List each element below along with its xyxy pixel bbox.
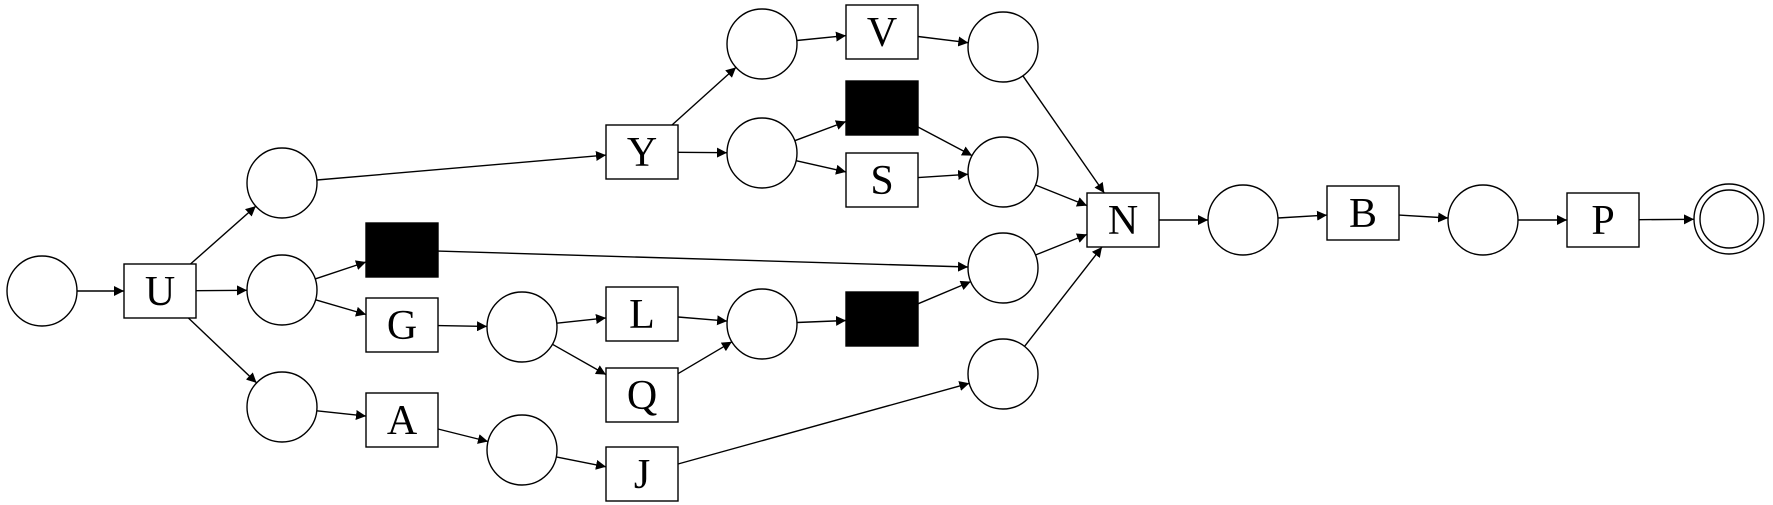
place-p_j	[967, 338, 1039, 410]
arc-J-to-p_j	[677, 381, 970, 465]
final-place	[1693, 183, 1765, 255]
silent-transition-tau1	[845, 80, 919, 136]
arc-p_top-to-Y	[316, 150, 607, 181]
arc-A-to-p_a	[437, 428, 489, 444]
transition-label-V: V	[867, 10, 897, 56]
arc-Y-to-p_v1	[671, 66, 737, 126]
transition-A: A	[365, 392, 439, 448]
transition-N: N	[1086, 192, 1160, 248]
transition-Q: Q	[605, 367, 679, 423]
arc-p_mid-to-tau2	[314, 260, 367, 280]
arc-tau3-to-p_tau2	[917, 280, 971, 305]
arc-tau2-to-p_tau2	[437, 250, 969, 272]
arc-U-to-p_bot	[187, 317, 258, 384]
transition-label-S: S	[870, 158, 893, 204]
arc-p_y-to-tau1	[794, 120, 847, 142]
transition-label-G: G	[387, 303, 417, 349]
arc-p_j-to-N	[1023, 246, 1103, 347]
arc-Q-to-p_lq	[677, 341, 733, 375]
transition-label-P: P	[1591, 198, 1614, 244]
transition-label-A: A	[387, 398, 418, 444]
arcs-layer	[77, 31, 1695, 470]
transition-J: J	[605, 446, 679, 502]
place-p_v2	[967, 11, 1039, 83]
transition-Y: Y	[605, 124, 679, 180]
transition-V: V	[845, 4, 919, 60]
place-p_v1	[726, 8, 798, 80]
arc-U-to-p_top	[190, 205, 257, 265]
arc-p_lq-to-tau3	[796, 315, 847, 326]
transition-P: P	[1566, 192, 1640, 248]
transition-label-N: N	[1108, 198, 1138, 244]
arc-G-to-p_g	[437, 321, 488, 332]
place-p_n	[1207, 184, 1279, 256]
transition-label-J: J	[634, 452, 650, 498]
arc-p_g-to-L	[556, 313, 607, 324]
transition-label-Y: Y	[627, 130, 657, 176]
transition-S: S	[845, 152, 919, 208]
arc-p_tau2-to-N	[1035, 233, 1088, 256]
transition-label-Q: Q	[627, 373, 657, 419]
arc-p_n-to-B	[1277, 210, 1328, 221]
arc-B-to-p_b	[1398, 212, 1449, 223]
place-source	[6, 255, 78, 327]
transition-U: U	[123, 263, 197, 319]
place-p_y	[726, 117, 798, 189]
place-p_lq	[726, 288, 798, 360]
arc-p_v1-to-V	[796, 31, 847, 42]
arc-p_mid-to-G	[315, 299, 367, 317]
place-p_g	[486, 291, 558, 363]
transition-label-B: B	[1349, 191, 1377, 237]
place-p_s	[967, 136, 1039, 208]
place-p_bot	[246, 371, 318, 443]
transition-L: L	[605, 286, 679, 342]
arc-p_bot-to-A	[316, 410, 367, 421]
transition-label-L: L	[629, 292, 655, 338]
place-p_b	[1447, 184, 1519, 256]
arc-p_g-to-Q	[552, 343, 607, 376]
nodes-layer: U Y V S G LQ A J N B P	[6, 4, 1765, 502]
transition-label-U: U	[145, 269, 175, 315]
transition-B: B	[1326, 185, 1400, 241]
arc-L-to-p_lq	[677, 315, 728, 326]
arc-tau1-to-p_s	[917, 126, 973, 157]
arc-V-to-p_v2	[917, 35, 969, 47]
place-p_tau2	[967, 232, 1039, 304]
place-p_a	[486, 414, 558, 486]
silent-transition-tau2	[365, 222, 439, 278]
transition-G: G	[365, 297, 439, 353]
place-p_top	[246, 147, 318, 219]
arc-p_s-to-N	[1035, 184, 1088, 207]
place-p_mid	[246, 254, 318, 326]
arc-p_v2-to-N	[1022, 75, 1105, 194]
silent-transition-tau3	[845, 291, 919, 347]
arc-S-to-p_s	[917, 169, 969, 180]
arc-p_a-to-J	[556, 456, 607, 470]
arc-p_y-to-S	[795, 160, 847, 175]
